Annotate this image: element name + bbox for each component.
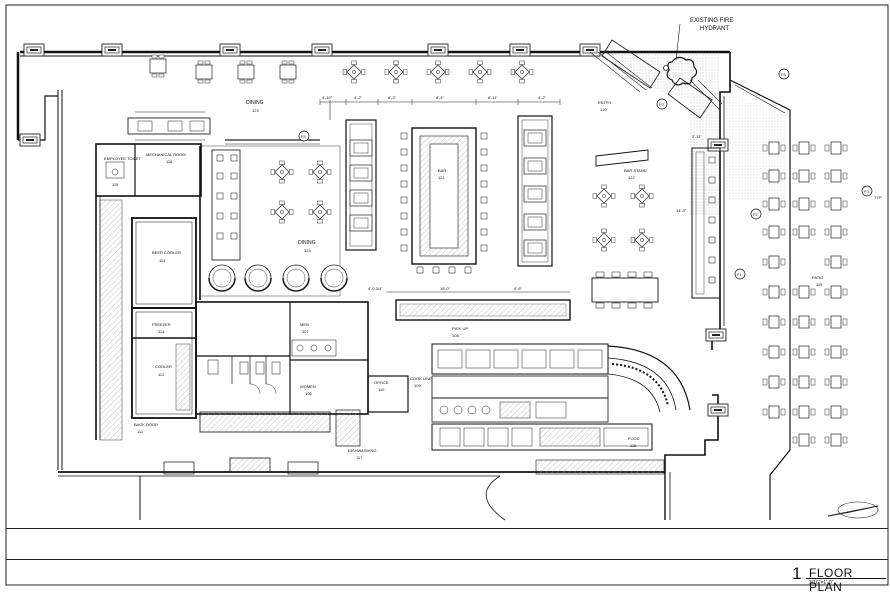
tag-p2: P2 [659, 102, 665, 107]
title-underline [806, 578, 886, 579]
dim-8: 4'-0 3/4" [368, 286, 383, 291]
tag-f4: F4 [301, 134, 306, 139]
entry-hatch [610, 52, 720, 215]
dim-9: 15'-0" [440, 286, 451, 291]
room-cooler-num: 112 [158, 372, 165, 377]
booths-left [349, 139, 373, 232]
room-dishwashing-num: 117 [356, 455, 363, 460]
room-dishwashing-name: DISHWASHING [348, 448, 377, 453]
dim-2: 4'-2" [354, 95, 363, 100]
north-arrow-icon [827, 501, 879, 519]
room-back-door-num: 111 [137, 429, 144, 434]
plan-scale: 3/16"=1'-0" [809, 580, 834, 586]
nw-service-rooms [95, 143, 202, 441]
room-back-door-name: BACK DOOR [134, 422, 158, 427]
room-patio-num: 119 [816, 282, 823, 287]
room-cook-line-num: 109 [414, 383, 421, 388]
room-host-num: 122 [628, 175, 635, 180]
tag-f2: F2 [753, 212, 758, 217]
room-pick-up-name: PICK UP [452, 326, 468, 331]
restrooms [195, 301, 369, 415]
room-office-name: OFFICE [374, 380, 389, 385]
tag-f3: F3 [864, 189, 869, 194]
dim-6: 4'-2" [538, 95, 547, 100]
room-food-name: FOOD [628, 436, 640, 441]
hydrant-label-line2: HYDRANT [700, 26, 729, 32]
building-shell [16, 50, 791, 521]
room-host-name: BAR STAND [624, 168, 647, 173]
room-women-num: 106 [305, 391, 312, 396]
dim-3: 6'-3" [388, 95, 397, 100]
room-office-num: 110 [378, 387, 385, 392]
dim-10: 8'-8" [514, 286, 523, 291]
cook-line-equipment [437, 349, 649, 447]
room-men-num: 107 [302, 329, 309, 334]
room-mechanical-name: MECHANICAL ROOM [146, 152, 186, 157]
booths-right [523, 129, 547, 257]
room-dining-124-num: 124 [304, 248, 311, 253]
room-cooler-name: COOLER [155, 364, 172, 369]
dim-4: 8'-4" [436, 95, 445, 100]
room-pick-up-num: 108 [452, 333, 459, 338]
tag-f5: F5 [781, 72, 786, 77]
east-banquette [691, 147, 721, 299]
dining-123-walls [127, 100, 331, 145]
dim-1: 4'-10" [322, 95, 333, 100]
room-entry-name: ENTRY [598, 100, 612, 105]
room-beer-cooler-num: 113 [159, 258, 166, 263]
curved-counter [607, 345, 691, 413]
tag-markers [298, 68, 873, 280]
hydrant-label-line1: EXISTING FIRE [690, 18, 733, 24]
east-dining-tables [592, 184, 654, 252]
title-block: 1 FLOOR PLAN 3/16"=1'-0" [6, 528, 888, 594]
kitchen-walls [163, 299, 665, 475]
tag-typ: TYP [874, 195, 882, 200]
dining-124-stools [216, 154, 238, 240]
room-men-name: MEN [300, 322, 309, 327]
host-stand [595, 149, 649, 167]
dimension-lines-top [319, 99, 570, 293]
long-table [591, 271, 659, 309]
entry-steps [589, 39, 723, 119]
fire-hydrant-icon [663, 23, 698, 86]
room-patio-name: PATIO [812, 275, 823, 280]
room-food-num: 118 [630, 443, 637, 448]
room-bar-name: BAR [438, 168, 446, 173]
room-freezer-name: FREEZER [152, 322, 171, 327]
tag-f1: F1 [737, 272, 742, 277]
room-dining-124-name: DINING [298, 240, 316, 246]
room-mechanical-num: 116 [166, 159, 173, 164]
cooler-rooms [131, 217, 197, 419]
room-employee-toilet-name: EMPLOYEE TOILET [104, 156, 142, 161]
dim-11: 14'-3" [676, 208, 687, 213]
room-bar-num: 121 [438, 175, 445, 180]
room-dining-123-name: DINING [246, 100, 264, 106]
dining-124-area [199, 145, 341, 300]
room-employee-toilet-num: 115 [112, 182, 119, 187]
room-dining-123-num: 123 [252, 108, 259, 113]
wall-piers [19, 43, 729, 417]
drawing-border [5, 4, 889, 586]
room-entry-num: 120 [600, 107, 607, 112]
north-dining-tables [149, 54, 534, 84]
dim-5: 8'-11" [488, 95, 498, 100]
room-beer-cooler-name: BEER COOLER [152, 250, 181, 255]
dining-124-tables [270, 160, 332, 224]
title-row: 1 FLOOR PLAN 3/16"=1'-0" [6, 559, 888, 594]
bar-area [345, 115, 553, 267]
plan-number: 1 [792, 564, 802, 583]
room-cook-line-name: COOK LINE [410, 376, 432, 381]
round-booths [208, 264, 348, 292]
room-freezer-num: 114 [158, 329, 165, 334]
room-women-name: WOMEN [300, 384, 316, 389]
dim-12: 2'-11" [692, 134, 702, 139]
